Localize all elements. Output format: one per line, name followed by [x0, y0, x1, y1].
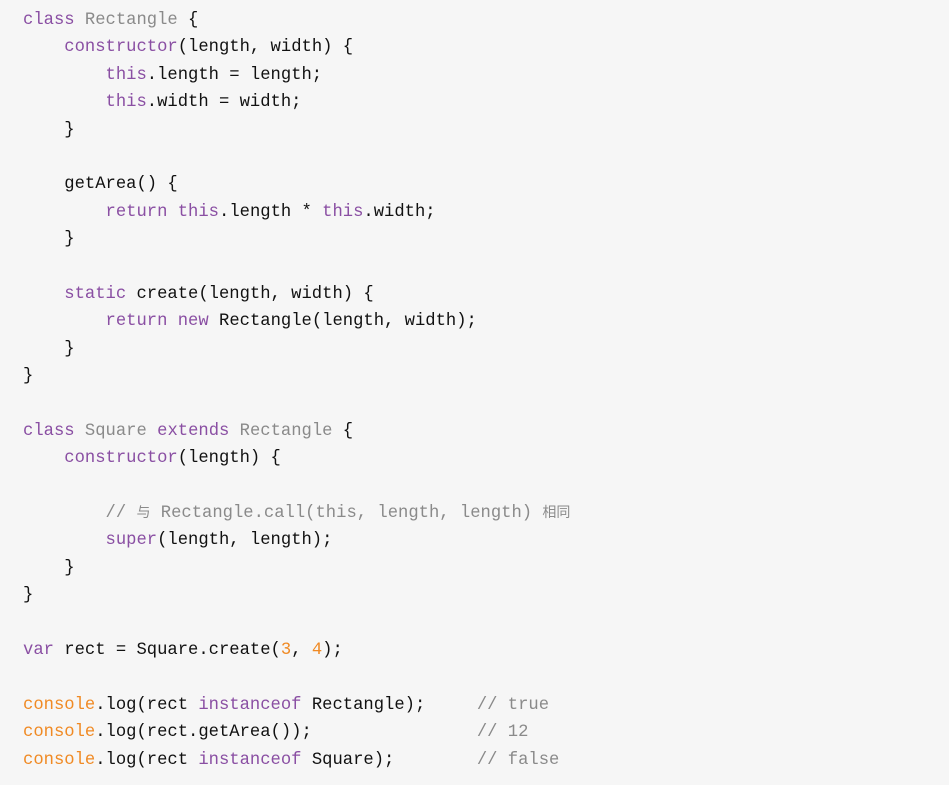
code-token: super	[105, 531, 158, 551]
code-token: .length *	[219, 202, 323, 222]
code-token: return	[105, 312, 168, 332]
code-token: .log(rect	[95, 695, 199, 715]
code-block: class Rectangle { constructor(length, wi…	[23, 7, 938, 777]
code-token: // true	[476, 695, 550, 715]
code-token: {	[177, 11, 199, 30]
code-token: {	[332, 421, 354, 441]
code-line: static create(length, width) {	[23, 281, 938, 308]
code-token	[229, 422, 239, 441]
code-line: constructor(length, width) {	[23, 34, 938, 61]
code-token: );	[322, 640, 343, 660]
code-token	[167, 312, 177, 331]
code-token: }	[23, 558, 75, 578]
code-token	[147, 422, 157, 441]
code-token: console	[23, 750, 96, 770]
code-token: console	[23, 695, 96, 715]
code-token: }	[23, 120, 75, 140]
code-line: }	[23, 117, 938, 144]
code-token: 3	[280, 640, 292, 660]
code-token: return	[105, 202, 168, 222]
code-token	[23, 203, 106, 222]
code-token: }	[23, 586, 34, 606]
code-token	[23, 93, 106, 112]
code-token: .log(rect	[95, 750, 199, 770]
code-token: instanceof	[198, 695, 302, 715]
code-token: .log(rect.getArea());	[95, 723, 477, 743]
code-token: this	[105, 65, 147, 85]
code-token: rect = Square.create(	[53, 640, 281, 660]
code-line	[23, 473, 938, 500]
code-token	[75, 422, 85, 441]
code-token: // false	[476, 750, 560, 770]
code-line: getArea() {	[23, 171, 938, 198]
code-token	[23, 312, 106, 331]
code-token: extends	[157, 421, 230, 441]
code-line	[23, 610, 938, 637]
code-token: // 与 Rectangle.call(this, length, length…	[105, 504, 571, 524]
code-token	[23, 66, 106, 85]
code-token: Rectangle	[84, 11, 178, 30]
code-line: }	[23, 363, 938, 390]
code-token: this	[177, 202, 219, 222]
code-token	[167, 203, 177, 222]
code-token: this	[105, 93, 147, 113]
code-token: .width = width;	[146, 93, 302, 113]
code-line	[23, 144, 938, 171]
code-line: // 与 Rectangle.call(this, length, length…	[23, 500, 938, 527]
code-token	[75, 11, 85, 30]
code-line	[23, 254, 938, 281]
code-token	[23, 285, 64, 304]
code-line: class Square extends Rectangle {	[23, 418, 938, 445]
code-token	[23, 449, 64, 468]
code-token: (length) {	[177, 449, 281, 469]
code-line	[23, 390, 938, 417]
code-line: class Rectangle {	[23, 7, 938, 34]
code-token: }	[23, 339, 75, 359]
code-token: // 12	[476, 723, 529, 743]
code-line: constructor(length) {	[23, 445, 938, 472]
code-token	[23, 531, 106, 550]
code-line	[23, 664, 938, 691]
code-token: new	[177, 312, 209, 332]
code-token: this	[322, 202, 364, 222]
code-token: }	[23, 230, 75, 250]
code-line: super(length, length);	[23, 527, 938, 554]
code-token: var	[23, 640, 54, 660]
code-line: return this.length * this.width;	[23, 199, 938, 226]
code-line: var rect = Square.create(3, 4);	[23, 637, 938, 664]
code-line: console.log(rect.getArea()); // 12	[23, 719, 938, 746]
code-token	[23, 38, 64, 57]
code-token: Rectangle(length, width);	[208, 312, 477, 332]
code-token: getArea() {	[23, 175, 178, 195]
code-token: static	[64, 284, 127, 304]
code-token: .width;	[363, 202, 436, 222]
code-line: }	[23, 555, 938, 582]
code-token: ,	[291, 640, 312, 660]
code-line: }	[23, 226, 938, 253]
code-token: (length, length);	[157, 531, 333, 551]
code-token: class	[23, 421, 75, 441]
code-line: console.log(rect instanceof Square); // …	[23, 747, 938, 774]
code-token: Square	[84, 421, 147, 441]
code-token: class	[23, 11, 75, 30]
code-line: this.width = width;	[23, 89, 938, 116]
code-line: }	[23, 582, 938, 609]
code-token: }	[23, 367, 34, 387]
code-line: return new Rectangle(length, width);	[23, 308, 938, 335]
code-token: create(length, width) {	[126, 284, 374, 304]
code-token: constructor	[64, 38, 178, 58]
code-token: Square);	[301, 750, 477, 770]
code-line: console.log(rect instanceof Rectangle); …	[23, 692, 938, 719]
code-token: 4	[311, 640, 323, 660]
code-token: .length = length;	[146, 65, 323, 85]
code-token: (length, width) {	[177, 38, 354, 58]
code-token	[23, 504, 106, 523]
code-line: }	[23, 336, 938, 363]
code-token: instanceof	[198, 750, 302, 770]
code-token: Rectangle	[239, 421, 333, 441]
code-token: Rectangle);	[301, 695, 477, 715]
code-line: this.length = length;	[23, 62, 938, 89]
code-token: console	[23, 723, 96, 743]
code-token: constructor	[64, 449, 178, 469]
